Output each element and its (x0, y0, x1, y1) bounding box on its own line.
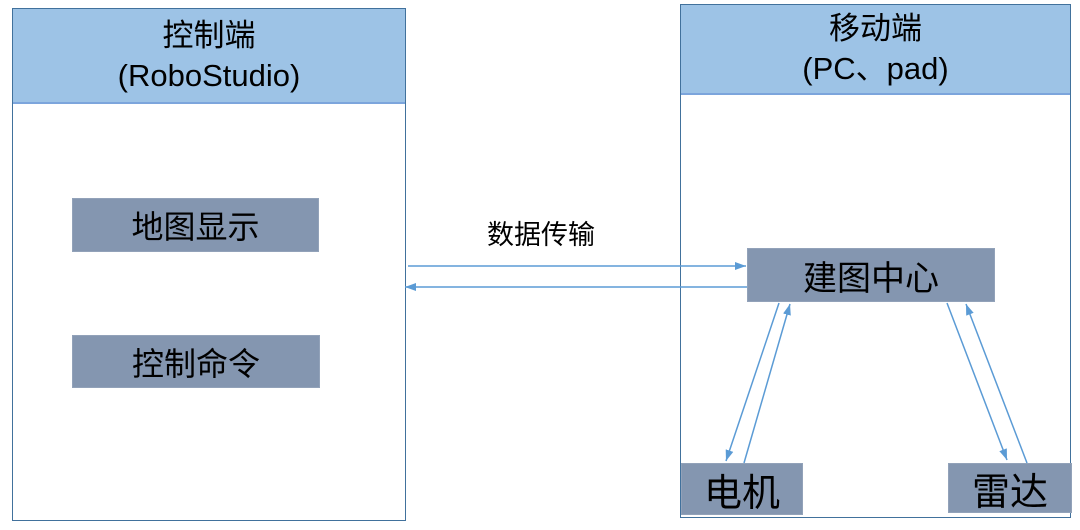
control-side-panel: 控制端 (RoboStudio) (12, 8, 406, 521)
motor-label: 电机 (703, 472, 780, 515)
control-command-label: 控制命令 (131, 345, 260, 382)
control-command-box: 控制命令 (72, 335, 320, 388)
lidar-label: 雷达 (971, 471, 1048, 514)
mobile-side-title: 移动端 (829, 11, 922, 46)
lidar-box: 雷达 (948, 463, 1072, 514)
mapping-center-box: 建图中心 (747, 248, 995, 302)
mobile-side-subtitle: (PC、pad) (802, 51, 949, 86)
mapping-center-label: 建图中心 (803, 259, 939, 298)
mobile-side-header: 移动端 (PC、pad) (681, 5, 1070, 95)
data-transfer-label: 数据传输 (487, 220, 595, 250)
control-side-subtitle: (RoboStudio) (117, 57, 301, 93)
map-display-label: 地图显示 (131, 209, 260, 245)
control-side-title: 控制端 (162, 17, 256, 53)
motor-box: 电机 (681, 463, 803, 515)
control-side-header: 控制端 (RoboStudio) (13, 9, 405, 104)
map-display-box: 地图显示 (72, 198, 319, 252)
